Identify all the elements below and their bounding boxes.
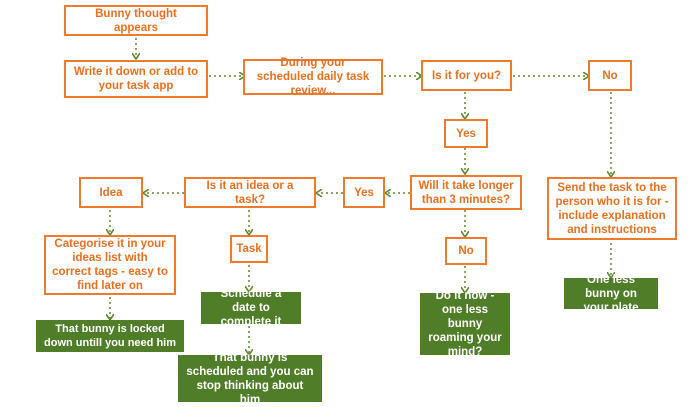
node-bunny-thought-appears: Bunny thought appears	[64, 5, 208, 36]
node-bunny-scheduled: That bunny is scheduled and you can stop…	[178, 352, 322, 406]
node-task: Task	[230, 235, 268, 263]
node-no-shorter: No	[445, 237, 487, 265]
node-one-less-bunny: One less bunny on your plate	[564, 274, 658, 314]
node-bunny-locked-down: That bunny is locked down untill you nee…	[36, 320, 184, 352]
node-send-to-person: Send the task to the person who it is fo…	[547, 177, 677, 240]
node-longer-than-3-minutes: Will it take longer than 3 minutes?	[410, 175, 522, 210]
node-write-it-down: Write it down or add to your task app	[64, 60, 208, 98]
node-schedule-date: Schedule a date to complete it	[201, 288, 301, 328]
node-yes-for-you: Yes	[444, 119, 488, 148]
node-idea-or-task: Is it an idea or a task?	[184, 177, 316, 208]
node-categorise-ideas: Categorise it in your ideas list with co…	[44, 235, 176, 295]
node-do-it-now: Do it now - one less bunny roaming your …	[420, 290, 510, 358]
node-daily-task-review: During your scheduled daily task review.…	[243, 57, 383, 97]
node-no-not-for-you: No	[588, 60, 632, 91]
node-yes-longer: Yes	[343, 177, 385, 208]
node-is-it-for-you: Is it for you?	[421, 60, 512, 91]
node-idea: Idea	[79, 177, 143, 208]
